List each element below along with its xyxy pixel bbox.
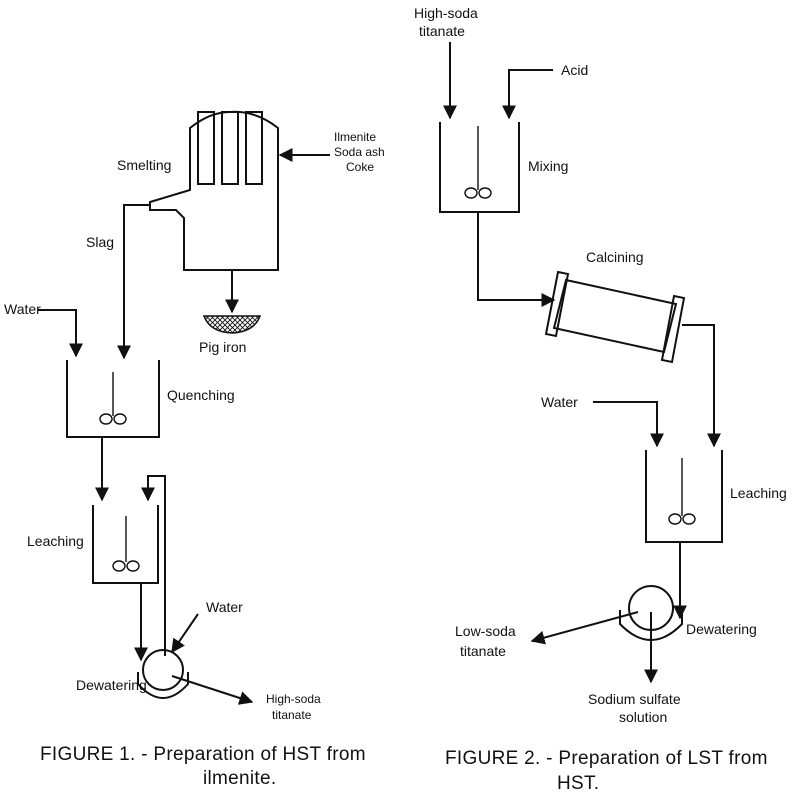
smelting-furnace [149, 110, 279, 271]
calcining-label: Calcining [586, 249, 644, 265]
figure-2-caption-line2: HST. [557, 773, 599, 794]
figure-2: High-soda titanate Acid Mixing Calcining… [414, 5, 787, 794]
pig-iron-label: Pig iron [199, 339, 246, 355]
dewatering-label-1: Dewatering [76, 677, 147, 693]
feed-label-soda-ash: Soda ash [334, 145, 385, 159]
hst-label-line2: titanate [272, 708, 312, 722]
mix-to-calciner-arrow [477, 212, 556, 307]
lst-label-line1: Low-soda [455, 623, 516, 639]
calciner-to-leach-arrow [682, 324, 721, 448]
figure-1-caption-line1: FIGURE 1. - Preparation of HST from [40, 744, 366, 765]
acid-label: Acid [561, 62, 588, 78]
rotary-calciner [544, 270, 686, 364]
recycle-loop-line [141, 475, 166, 656]
quenching-tank [66, 360, 160, 438]
leaching-label-2: Leaching [730, 485, 787, 501]
water-arrow [593, 401, 664, 448]
figure-1: Smelting Ilmenite Soda ash Coke Pig iron… [4, 110, 385, 789]
feed-label-coke: Coke [346, 160, 374, 174]
leaching-tank-1 [92, 505, 159, 584]
feed-label-ilmenite: Ilmenite [334, 130, 376, 144]
lst-label-line2: titanate [460, 643, 506, 659]
dewatering-label-2: Dewatering [686, 621, 757, 637]
byproduct-label-line2: solution [619, 709, 667, 725]
figure-2-caption-line1: FIGURE 2. - Preparation of LST from [445, 748, 768, 769]
furnace-electrodes [197, 111, 263, 185]
slag-flow-line [117, 204, 150, 360]
dewatering-filter-1 [137, 649, 189, 699]
quenching-label: Quenching [167, 387, 235, 403]
leaching-tank-2 [645, 450, 723, 543]
wash-water-label: Water [206, 599, 243, 615]
acid-arrow [502, 69, 553, 120]
smelting-label: Smelting [117, 157, 171, 173]
water-inlet-arrow [38, 309, 83, 358]
feed-label-line1: High-soda [414, 5, 478, 21]
mixing-label: Mixing [528, 158, 568, 174]
byproduct-label-line1: Sodium sulfate [588, 691, 681, 707]
figure-1-caption-line2: ilmenite. [203, 768, 276, 789]
leaching-label-1: Leaching [27, 533, 84, 549]
mixing-tank [439, 122, 520, 213]
wash-water-arrow [171, 613, 199, 654]
feed-label-line2: titanate [419, 23, 465, 39]
water-label: Water [541, 394, 578, 410]
hst-product-arrow [171, 675, 254, 705]
slag-label: Slag [86, 234, 114, 250]
lst-product-arrow [530, 611, 639, 645]
hst-label-line1: High-soda [266, 692, 321, 706]
pig-iron-ladle [202, 315, 262, 334]
water-in-label: Water [4, 301, 41, 317]
